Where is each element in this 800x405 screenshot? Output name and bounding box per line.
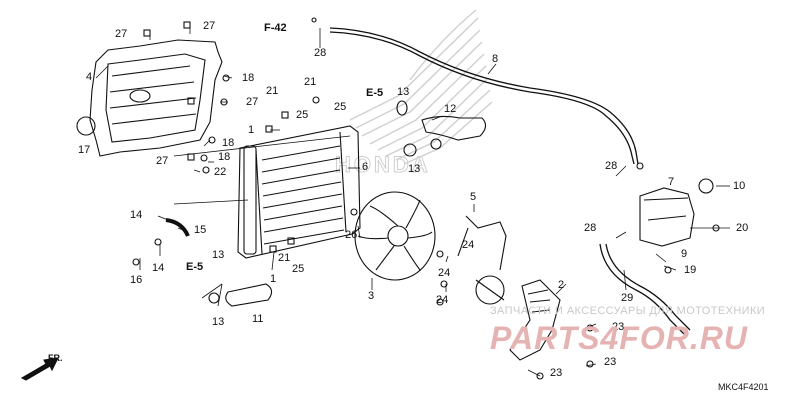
watermark-text: ЗАПЧАСТИ И АКСЕССУАРЫ ДЛЯ МОТОТЕХНИКИ: [490, 305, 766, 317]
drain-hose: [165, 218, 190, 237]
part-callout[interactable]: 16: [130, 274, 143, 286]
part-callout[interactable]: 28: [584, 222, 597, 234]
siphon-tube: [329, 27, 639, 165]
part-callout[interactable]: 25: [334, 101, 347, 113]
part-callout[interactable]: 22: [214, 166, 227, 178]
part-callout[interactable]: 6: [362, 161, 369, 173]
upper-hose: [396, 100, 487, 150]
part-callout[interactable]: 25: [296, 109, 309, 121]
grommet: [76, 116, 96, 136]
part-callout[interactable]: 15: [194, 224, 207, 236]
part-callout[interactable]: 7: [668, 176, 675, 188]
radiator: [237, 125, 417, 259]
reserve-tank: [639, 178, 714, 247]
front-direction-label: FR.: [48, 353, 63, 363]
part-callout[interactable]: 27: [115, 28, 128, 40]
front-arrow-icon: [20, 357, 59, 381]
part-callout[interactable]: 21: [304, 76, 317, 88]
part-callout[interactable]: 28: [314, 47, 327, 59]
part-callout[interactable]: 21: [278, 252, 291, 264]
fasteners: [132, 17, 720, 380]
part-callout[interactable]: 14: [152, 262, 165, 274]
part-callout[interactable]: 21: [266, 85, 279, 97]
part-callout[interactable]: 1: [270, 273, 277, 285]
radiator-shroud: [89, 39, 223, 157]
ref-label[interactable]: F-42: [264, 22, 287, 34]
diagram-code: MKC4F4201: [718, 382, 769, 392]
part-callout[interactable]: 28: [605, 160, 618, 172]
part-callout[interactable]: 17: [78, 144, 91, 156]
lower-hose: [208, 283, 273, 307]
part-callout[interactable]: 27: [246, 96, 259, 108]
overflow-hose: [605, 243, 691, 331]
part-callout[interactable]: 24: [438, 267, 451, 279]
part-callout[interactable]: 19: [684, 264, 697, 276]
part-callout[interactable]: 26: [345, 229, 358, 241]
cooling-fan: [354, 191, 436, 281]
part-callout[interactable]: 9: [681, 248, 688, 260]
part-callout[interactable]: 12: [444, 103, 457, 115]
part-callout[interactable]: 24: [436, 294, 449, 306]
part-callout[interactable]: 18: [222, 137, 235, 149]
ref-label[interactable]: E-5: [186, 261, 204, 273]
part-callout[interactable]: 23: [612, 321, 625, 333]
fan-cover: [509, 279, 561, 361]
part-callout[interactable]: 23: [550, 367, 563, 379]
part-callout[interactable]: 14: [130, 209, 143, 221]
part-callout[interactable]: 2: [558, 279, 565, 291]
part-callout[interactable]: 20: [736, 222, 749, 234]
watermark-site: PARTS4FOR.RU: [490, 320, 748, 356]
part-callout[interactable]: 23: [604, 356, 617, 368]
part-callout[interactable]: 8: [492, 53, 499, 65]
part-callout[interactable]: 27: [203, 20, 216, 32]
part-callout[interactable]: 5: [470, 191, 477, 203]
part-callout[interactable]: 11: [252, 313, 264, 325]
part-callout[interactable]: 27: [156, 155, 169, 167]
part-callout[interactable]: 13: [397, 86, 410, 98]
part-callout[interactable]: 1: [248, 124, 255, 136]
part-callout[interactable]: 13: [212, 249, 225, 261]
part-callout[interactable]: 18: [218, 151, 231, 163]
ref-label[interactable]: E-5: [366, 87, 384, 99]
part-callout[interactable]: 4: [86, 71, 93, 83]
fan-motor-wiring: [457, 215, 507, 305]
part-callout[interactable]: 13: [212, 316, 225, 328]
part-callout[interactable]: 13: [408, 163, 421, 175]
leader-lines: [95, 26, 730, 377]
part-callout[interactable]: 25: [292, 263, 305, 275]
part-callout[interactable]: 24: [462, 239, 475, 251]
part-callout[interactable]: 3: [368, 290, 375, 302]
part-callout[interactable]: 29: [621, 292, 634, 304]
part-callout[interactable]: 18: [242, 72, 255, 84]
part-callout[interactable]: 10: [733, 180, 746, 192]
